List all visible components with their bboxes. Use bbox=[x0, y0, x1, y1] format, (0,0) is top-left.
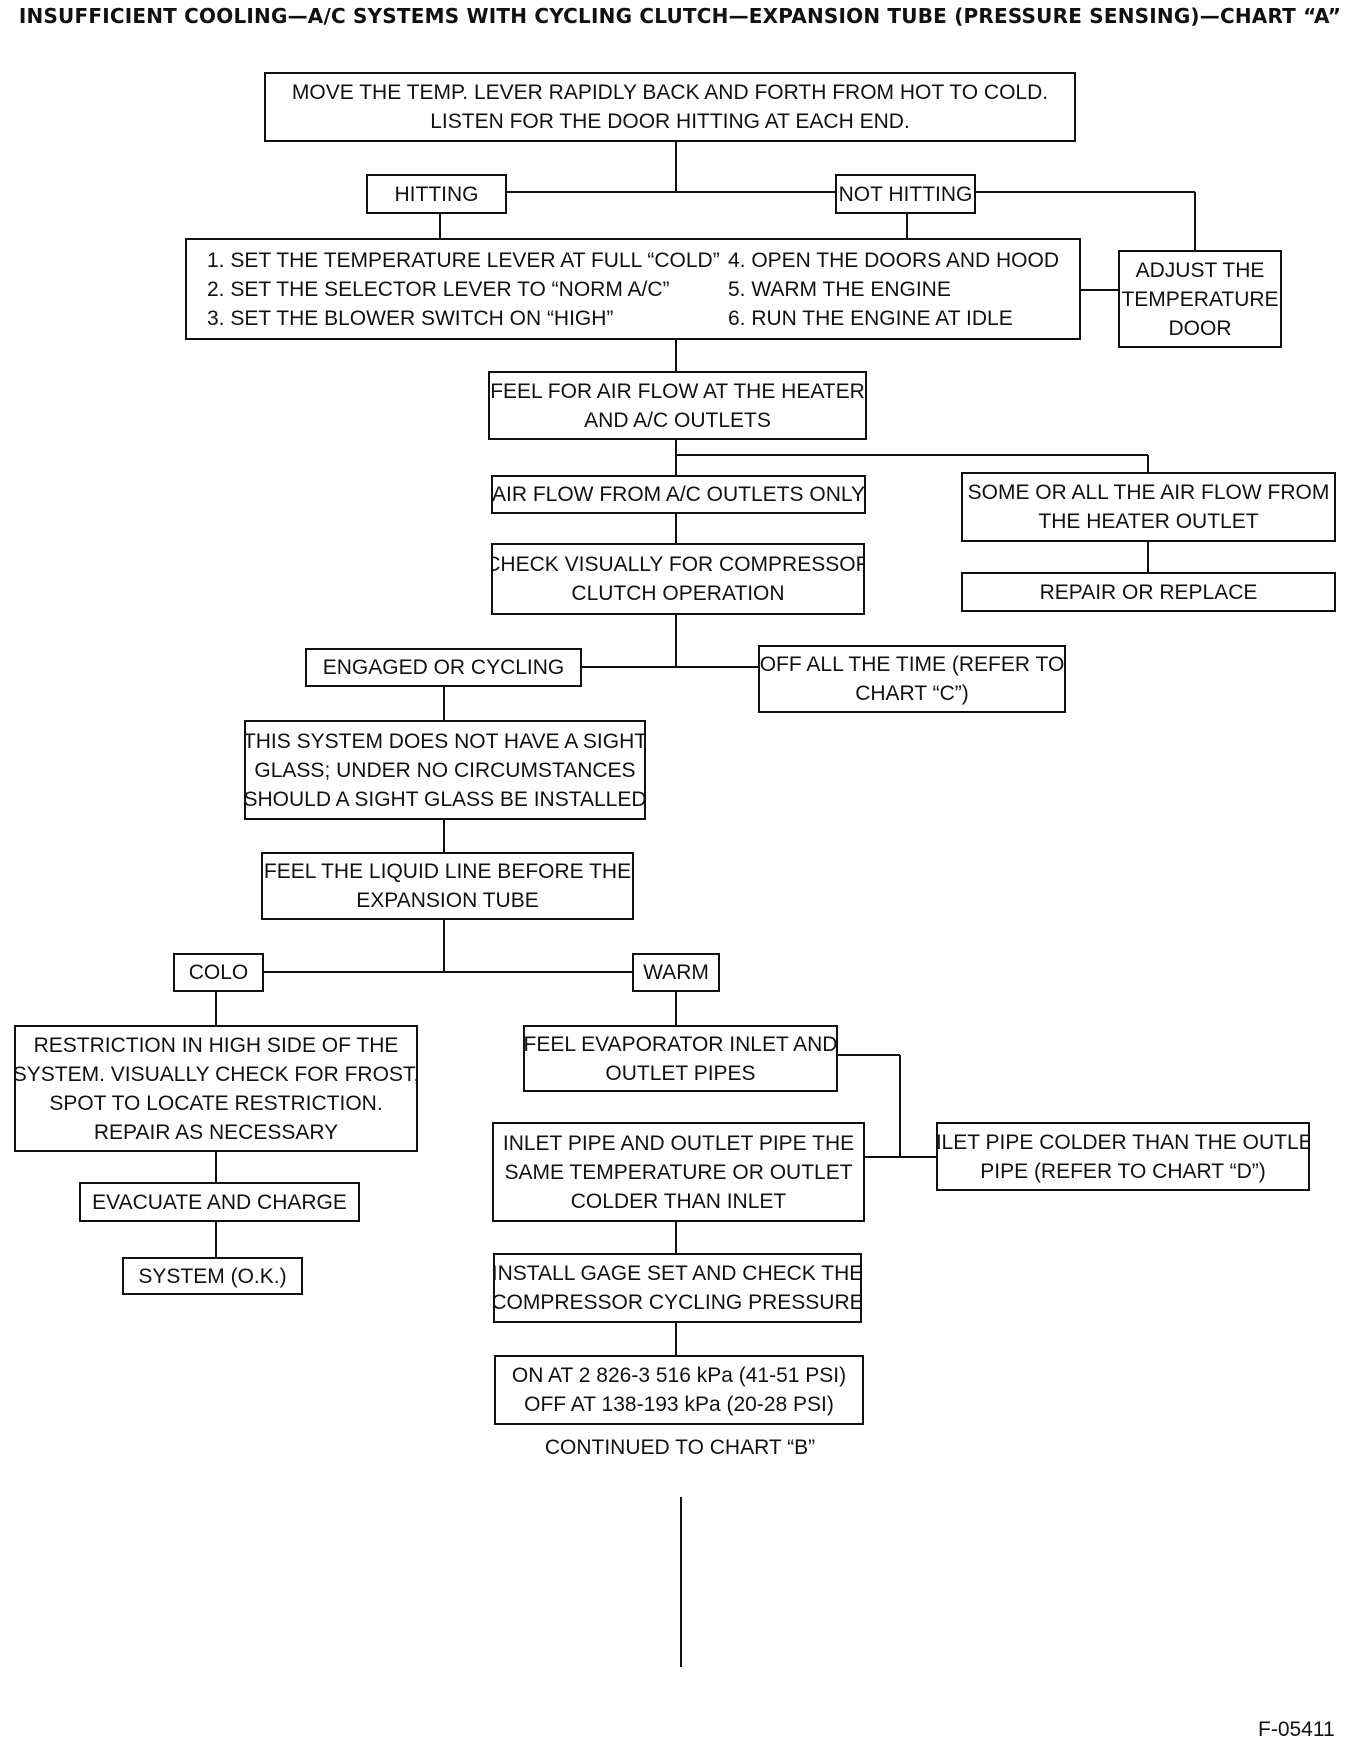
setup-steps-box: 1. SET THE TEMPERATURE LEVER AT FULL “CO… bbox=[185, 238, 1081, 340]
feel-evaporator-box: FEEL EVAPORATOR INLET AND OUTLET PIPES bbox=[523, 1025, 838, 1092]
not-hitting-box: NOT HITTING bbox=[835, 174, 976, 214]
box-text: SHOULD A SIGHT GLASS BE INSTALLED bbox=[244, 787, 646, 811]
step-text: 2. SET THE SELECTOR LEVER TO “NORM A/C” bbox=[207, 277, 670, 301]
box-text: EXPANSION TUBE bbox=[356, 889, 539, 912]
box-text: INSTALL GAGE SET AND CHECK THE bbox=[493, 1262, 862, 1285]
box-text: ENGAGED OR CYCLING bbox=[322, 656, 565, 679]
box-text: THIS SYSTEM DOES NOT HAVE A SIGHT bbox=[244, 729, 646, 753]
step-text: 6. RUN THE ENGINE AT IDLE bbox=[727, 306, 1013, 330]
evacuate-charge-box: EVACUATE AND CHARGE bbox=[79, 1182, 360, 1222]
box-text: CLUTCH OPERATION bbox=[571, 582, 785, 605]
box-text: COMPRESSOR CYCLING PRESSURE bbox=[493, 1291, 862, 1314]
box-text: ON AT 2 826-3 516 kPa (41-51 PSI) bbox=[511, 1364, 847, 1387]
box-text: AIR FLOW FROM A/C OUTLETS ONLY bbox=[492, 483, 865, 506]
box-text: COLO bbox=[188, 961, 249, 984]
box-text: MOVE THE TEMP. LEVER RAPIDLY BACK AND FO… bbox=[291, 81, 1049, 104]
box-text: INLET PIPE AND OUTLET PIPE THE bbox=[502, 1131, 855, 1155]
step-text: 3. SET THE BLOWER SWITCH ON “HIGH” bbox=[207, 306, 614, 330]
setup-steps-right: 4. OPEN THE DOORS AND HOOD 5. WARM THE E… bbox=[728, 246, 1059, 333]
box-text: TEMPERATURE bbox=[1121, 287, 1279, 311]
no-sight-glass-box: THIS SYSTEM DOES NOT HAVE A SIGHT GLASS;… bbox=[244, 720, 646, 820]
continued-label: CONTINUED TO CHART “B” bbox=[544, 1436, 816, 1459]
repair-replace-box: REPAIR OR REPLACE bbox=[961, 572, 1336, 612]
off-all-time-box: OFF ALL THE TIME (REFER TO CHART “C”) bbox=[758, 645, 1066, 713]
box-text: SYSTEM. VISUALLY CHECK FOR FROST, bbox=[14, 1062, 418, 1086]
box-text: REPAIR AS NECESSARY bbox=[93, 1120, 339, 1144]
inlet-same-temp-box: INLET PIPE AND OUTLET PIPE THE SAME TEMP… bbox=[492, 1122, 865, 1222]
box-text: SOME OR ALL THE AIR FLOW FROM bbox=[967, 481, 1330, 504]
box-text: FEEL EVAPORATOR INLET AND bbox=[523, 1032, 838, 1056]
warm-box: WARM bbox=[632, 953, 720, 992]
chart-title: INSUFFICIENT COOLING—A/C SYSTEMS WITH CY… bbox=[18, 4, 1342, 28]
system-ok-box: SYSTEM (O.K.) bbox=[122, 1257, 303, 1295]
box-text: THE HEATER OUTLET bbox=[1038, 510, 1259, 533]
box-text: EVACUATE AND CHARGE bbox=[92, 1190, 347, 1214]
engaged-cycling-box: ENGAGED OR CYCLING bbox=[305, 648, 582, 687]
move-temp-lever-box: MOVE THE TEMP. LEVER RAPIDLY BACK AND FO… bbox=[264, 72, 1076, 142]
box-text: OUTLET PIPES bbox=[605, 1061, 756, 1085]
box-text: LISTEN FOR THE DOOR HITTING AT EACH END. bbox=[430, 110, 910, 133]
box-text: DOOR bbox=[1168, 316, 1232, 340]
inlet-colder-box: INLET PIPE COLDER THAN THE OUTLET PIPE (… bbox=[936, 1122, 1310, 1191]
check-clutch-box: CHECK VISUALLY FOR COMPRESSOR CLUTCH OPE… bbox=[491, 543, 865, 615]
box-text: HITTING bbox=[394, 182, 479, 206]
box-text: COLDER THAN INLET bbox=[570, 1189, 787, 1213]
step-text: 1. SET THE TEMPERATURE LEVER AT FULL “CO… bbox=[207, 248, 720, 272]
box-text: AND A/C OUTLETS bbox=[584, 408, 771, 432]
install-gage-box: INSTALL GAGE SET AND CHECK THE COMPRESSO… bbox=[493, 1253, 862, 1323]
box-text: GLASS; UNDER NO CIRCUMSTANCES bbox=[254, 758, 636, 782]
box-text: SAME TEMPERATURE OR OUTLET bbox=[504, 1160, 853, 1184]
box-text: FEEL THE LIQUID LINE BEFORE THE bbox=[263, 860, 632, 883]
feel-air-flow-box: FEEL FOR AIR FLOW AT THE HEATER AND A/C … bbox=[488, 371, 867, 440]
ac-outlets-only-box: AIR FLOW FROM A/C OUTLETS ONLY bbox=[491, 475, 866, 514]
setup-steps-left: 1. SET THE TEMPERATURE LEVER AT FULL “CO… bbox=[207, 246, 720, 333]
box-text: INLET PIPE COLDER THAN THE OUTLET bbox=[936, 1130, 1310, 1154]
box-text: PIPE (REFER TO CHART “D”) bbox=[980, 1159, 1266, 1183]
box-text: FEEL FOR AIR FLOW AT THE HEATER bbox=[490, 379, 865, 403]
box-text: REPAIR OR REPLACE bbox=[1039, 580, 1258, 604]
restriction-box: RESTRICTION IN HIGH SIDE OF THE SYSTEM. … bbox=[14, 1025, 418, 1152]
box-text: NOT HITTING bbox=[838, 182, 973, 206]
box-text: WARM bbox=[643, 961, 709, 984]
heater-outlet-box: SOME OR ALL THE AIR FLOW FROM THE HEATER… bbox=[961, 472, 1336, 542]
box-text: OFF AT 138-193 kPa (20-28 PSI) bbox=[524, 1393, 834, 1416]
setup-steps-columns: 1. SET THE TEMPERATURE LEVER AT FULL “CO… bbox=[191, 246, 1075, 333]
cycling-pressures-box: ON AT 2 826-3 516 kPa (41-51 PSI) OFF AT… bbox=[494, 1355, 864, 1425]
box-text: OFF ALL THE TIME (REFER TO bbox=[759, 653, 1065, 676]
box-text: CHECK VISUALLY FOR COMPRESSOR bbox=[491, 553, 865, 576]
hitting-box: HITTING bbox=[366, 174, 507, 214]
step-text: 4. OPEN THE DOORS AND HOOD bbox=[727, 248, 1059, 272]
box-text: ADJUST THE bbox=[1135, 258, 1265, 282]
box-text: RESTRICTION IN HIGH SIDE OF THE bbox=[33, 1033, 399, 1057]
adjust-temperature-door-box: ADJUST THE TEMPERATURE DOOR bbox=[1118, 250, 1282, 348]
box-text: SPOT TO LOCATE RESTRICTION. bbox=[49, 1091, 383, 1115]
box-text: SYSTEM (O.K.) bbox=[138, 1264, 287, 1288]
step-text: 5. WARM THE ENGINE bbox=[727, 277, 951, 301]
cold-box: COLO bbox=[173, 953, 264, 992]
feel-liquid-line-box: FEEL THE LIQUID LINE BEFORE THE EXPANSIO… bbox=[261, 852, 634, 920]
box-text: CHART “C”) bbox=[855, 682, 969, 705]
figure-id: F-05411 bbox=[1258, 1718, 1335, 1741]
